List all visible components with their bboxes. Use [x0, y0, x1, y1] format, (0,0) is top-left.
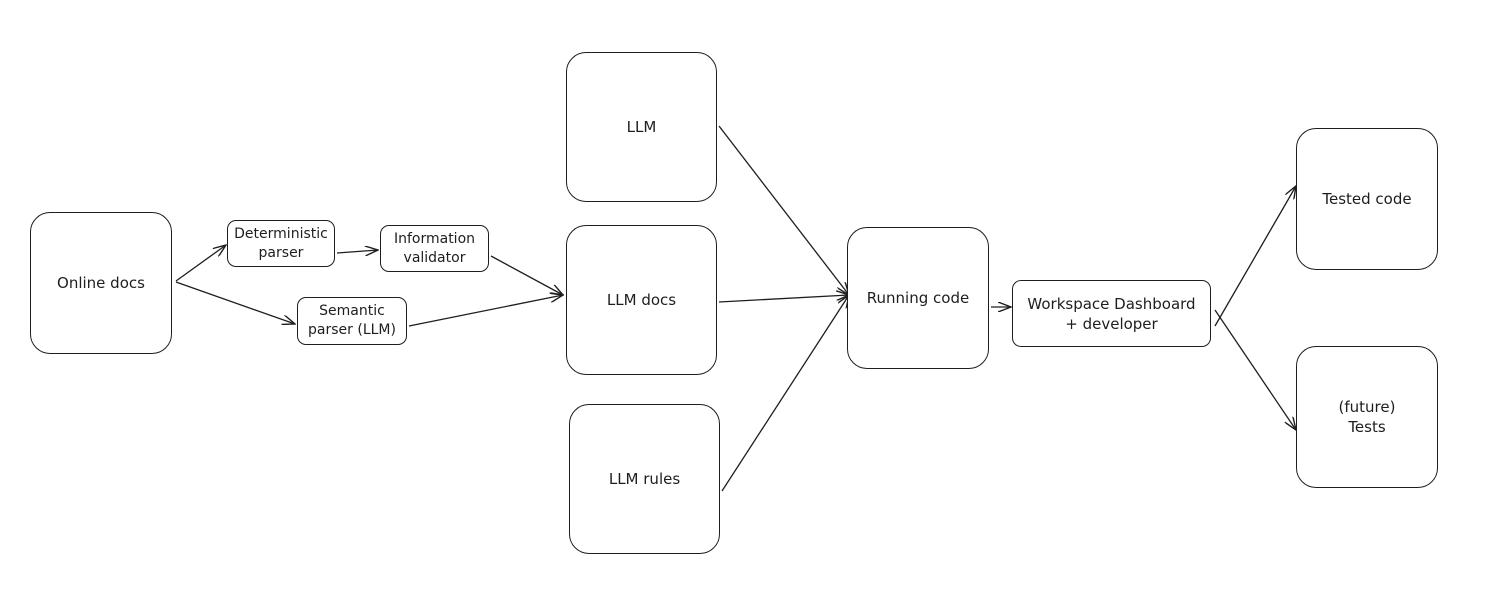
- online-docs-label: Online docs: [57, 274, 145, 292]
- arrow-workspace-dashboard-to-tested-code: [1214, 186, 1296, 327]
- arrow-semantic-parser-to-llm-docs: [408, 295, 563, 327]
- arrow-online-docs-to-deterministic-parser: [175, 245, 226, 282]
- arrow-llm-docs-to-running-code: [718, 295, 849, 303]
- llm-docs-node: LLM docs: [566, 225, 717, 375]
- arrow-online-docs-to-semantic-parser: [175, 281, 295, 324]
- llm-node: LLM: [566, 52, 717, 202]
- arrow-llm-rules-to-running-code: [721, 295, 849, 492]
- tested-code-node: Tested code: [1296, 128, 1438, 270]
- future-tests-label: (future) Tests: [1338, 398, 1396, 436]
- tested-code-label: Tested code: [1322, 190, 1412, 208]
- semantic-parser-label: Semantic parser (LLM): [308, 303, 396, 338]
- workspace-dashboard-label: Workspace Dashboard + developer: [1027, 294, 1196, 333]
- semantic-parser-node: Semantic parser (LLM): [297, 297, 407, 345]
- information-validator-node: Information validator: [380, 225, 489, 272]
- llm-rules-node: LLM rules: [569, 404, 720, 554]
- llm-rules-label: LLM rules: [608, 470, 681, 488]
- online-docs-node: Online docs: [30, 212, 172, 354]
- arrow-workspace-dashboard-to-future-tests: [1214, 309, 1296, 430]
- arrow-deterministic-parser-to-information-validator: [336, 250, 378, 253]
- llm-docs-label: LLM docs: [606, 291, 677, 309]
- arrow-information-validator-to-llm-docs: [490, 255, 563, 295]
- arrow-llm-to-running-code: [718, 125, 849, 295]
- information-validator-label: Information validator: [393, 230, 476, 266]
- future-tests-node: (future) Tests: [1296, 346, 1438, 488]
- deterministic-parser-node: Deterministic parser: [227, 220, 335, 267]
- workspace-dashboard-node: Workspace Dashboard + developer: [1012, 280, 1211, 347]
- running-code-node: Running code: [847, 227, 989, 369]
- running-code-label: Running code: [866, 289, 970, 307]
- llm-label: LLM: [626, 118, 657, 136]
- deterministic-parser-label: Deterministic parser: [234, 225, 328, 261]
